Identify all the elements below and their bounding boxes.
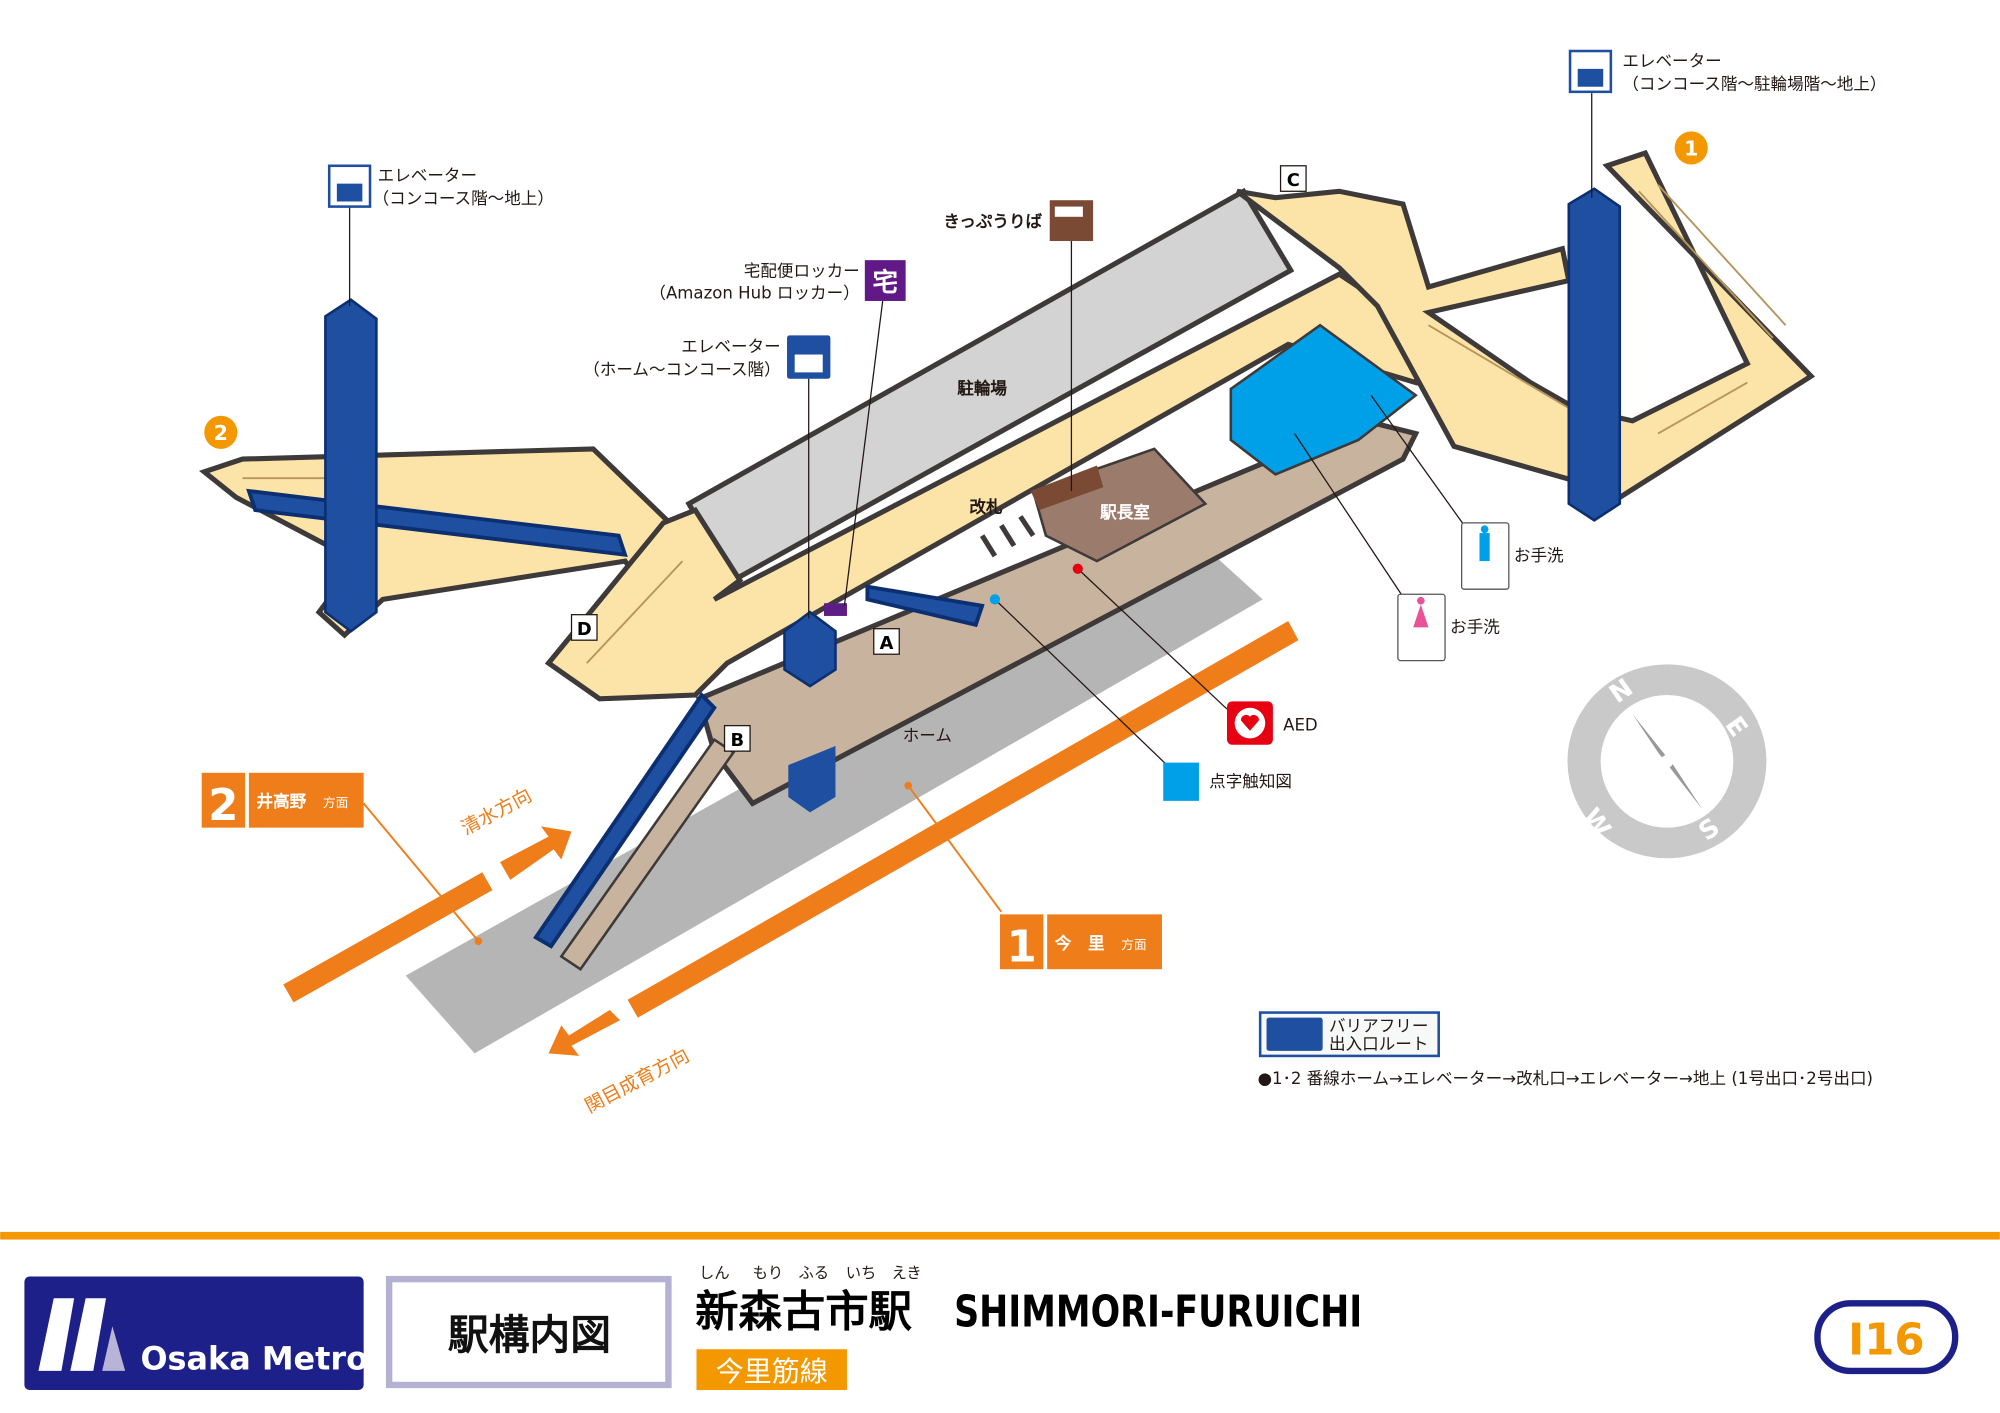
- ticket-gates: [979, 515, 1036, 558]
- osaka-metro-logo: Osaka Metro: [24, 1276, 368, 1391]
- barrier-free-route: ●1･2 番線ホーム→エレベーター→改札口→エレベーター→地上 (1号出口･2号…: [1258, 1069, 1873, 1088]
- barrier-free-line2: 出入口ルート: [1329, 1035, 1428, 1054]
- barrier-free-legend: バリアフリー 出入口ルート ●1･2 番線ホーム→エレベーター→改札口→エレベー…: [1258, 1011, 1873, 1088]
- barrier-free-line1: バリアフリー: [1329, 1017, 1428, 1036]
- elevator-right-sub: （コンコース階〜駐輪場階〜地上）: [1622, 74, 1886, 93]
- toilet-men-icon: [1461, 522, 1510, 590]
- line-badge: [696, 1349, 847, 1391]
- track-2-direction: 清水方向: [457, 784, 535, 840]
- elevator-left-title: エレベーター: [378, 166, 477, 185]
- ticket-icon: [1049, 200, 1094, 242]
- toilet-women-icon: [1397, 593, 1446, 662]
- furigana: しん もり ふる いち えき: [699, 1264, 922, 1282]
- elevator-pillar-under: [788, 746, 836, 813]
- footer-accent-bar: [0, 1231, 2000, 1240]
- track-2-dest: 井高野: [257, 791, 307, 811]
- elevator-icon: [787, 335, 831, 379]
- elevator-center-sub: （ホーム〜コンコース階）: [583, 360, 780, 379]
- elevator-icon: [327, 164, 372, 208]
- track-2-suffix: 方面: [323, 795, 349, 811]
- entrance-d-label: D: [577, 619, 592, 640]
- locker-block: [824, 603, 847, 616]
- locker-title: 宅配便ロッカー: [744, 262, 860, 281]
- furigana-0: しん: [699, 1264, 730, 1282]
- elevator-icon: [1568, 49, 1613, 94]
- elevator-pillar-right: [1567, 187, 1622, 522]
- station-name-en: SHIMMORI-FURUICHI: [954, 1287, 1362, 1337]
- arrow-down-left: [548, 1010, 620, 1056]
- toilet-women-label: お手洗: [1450, 618, 1500, 637]
- bike-parking-label: 駐輪場: [957, 378, 1007, 398]
- station-code-badge: [1814, 1300, 1959, 1375]
- platform-label: ホーム: [903, 726, 952, 745]
- furigana-3: いち: [846, 1264, 877, 1282]
- elevator-right-title: エレベーター: [1622, 51, 1721, 70]
- entrance-d: D: [570, 614, 598, 641]
- station-code: I16: [1848, 1315, 1924, 1365]
- track-1-direction: 関目成育方向: [581, 1044, 693, 1118]
- ticket-label: きっぷうりば: [943, 212, 1042, 231]
- tactile-map-icon: [1163, 762, 1199, 801]
- exit-2-badge: [204, 415, 238, 449]
- entrance-c: C: [1279, 165, 1307, 192]
- exit-1-badge: [1674, 131, 1708, 165]
- track-1-dest: 今 里: [1055, 933, 1105, 953]
- aed-label: AED: [1283, 716, 1318, 735]
- locker-sub: （Amazon Hub ロッカー）: [649, 283, 859, 302]
- track-1-sign: 1 今 里 方面: [1000, 914, 1162, 973]
- track-1-suffix: 方面: [1121, 937, 1147, 953]
- barrier-free-icon: [1266, 1017, 1323, 1051]
- elevator-center-title: エレベーター: [681, 337, 780, 356]
- escalator-b: [533, 692, 717, 949]
- line-name: 今里筋線: [716, 1355, 828, 1388]
- ticket-area: [1030, 465, 1104, 511]
- leader-lines: [348, 93, 1593, 766]
- elevator-left-sub: （コンコース階〜地上）: [373, 189, 554, 208]
- tactile-map-label: 点字触知図: [1209, 772, 1292, 791]
- furigana-1: もり: [753, 1264, 784, 1282]
- entrance-b-label: B: [730, 730, 744, 751]
- arrow-up-right: [500, 826, 572, 880]
- elevator-pillar-left: [324, 298, 378, 633]
- exit-2-label: 2: [214, 421, 228, 445]
- elevator-pillar-center: [783, 610, 837, 688]
- doc-title-box: [385, 1275, 672, 1389]
- track-line-1: [627, 621, 1299, 1018]
- track-2-num: 2: [208, 781, 238, 831]
- furigana-2: ふる: [799, 1264, 830, 1282]
- compass: N E S W: [1567, 664, 1767, 859]
- entrance-a: A: [873, 628, 900, 655]
- furigana-4: えき: [892, 1264, 922, 1282]
- escalator-a: [865, 584, 985, 628]
- track-1-num: 1: [1007, 923, 1037, 973]
- station-office-label: 駅長室: [1099, 502, 1150, 522]
- tactile-dot: [989, 594, 1000, 605]
- concourse-right: [1235, 149, 1816, 501]
- brand-name: Osaka Metro: [140, 1340, 368, 1378]
- aed-icon: [1226, 701, 1273, 745]
- gate-label: 改札: [969, 497, 1003, 517]
- locker-icon-char: 宅: [872, 268, 898, 298]
- entrance-c-label: C: [1287, 170, 1300, 191]
- track-leaders: [362, 784, 1003, 942]
- track2-dot: [474, 937, 483, 945]
- aed-dot: [1072, 563, 1083, 574]
- toilets: [1229, 323, 1418, 476]
- station-name-jp: 新森古市駅: [695, 1287, 912, 1337]
- exit-1-label: 1: [1684, 137, 1698, 161]
- doc-title: 駅構内図: [448, 1311, 611, 1359]
- stairs: [242, 184, 1787, 664]
- toilet-men-label: お手洗: [1514, 546, 1564, 565]
- locker-icon: [864, 260, 906, 301]
- track-line-2: [283, 872, 493, 1003]
- track1-dot: [904, 781, 913, 790]
- track-2-sign: 2 井高野 方面: [201, 772, 364, 831]
- entrance-a-label: A: [880, 633, 894, 654]
- entrance-b: B: [723, 724, 751, 752]
